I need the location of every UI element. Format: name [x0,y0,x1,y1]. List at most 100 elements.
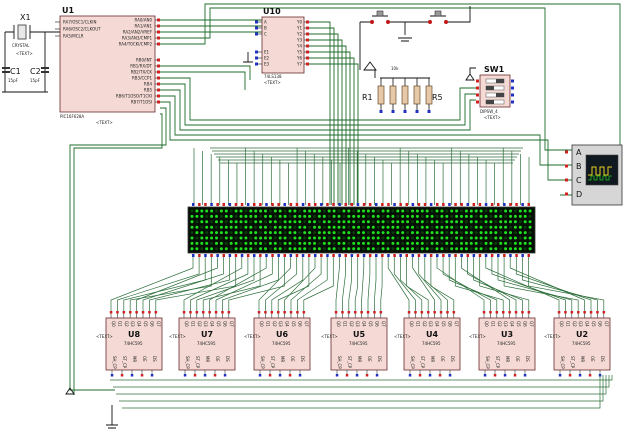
display-pin [210,203,213,206]
shift-register-wire [271,257,304,311]
led-dot [288,214,292,218]
led-dot [376,241,380,245]
led-dot [278,209,282,213]
pin-marker [255,26,258,30]
led-dot [298,247,302,251]
led-dot [259,231,263,235]
led-dot [322,236,326,240]
bottom-bus-wire [110,375,613,381]
led-dot [337,209,341,213]
led-dot [264,220,267,224]
display-pin [490,203,494,206]
led-dot [494,231,498,235]
led-dot [205,241,209,245]
pin-marker [403,110,407,113]
shift-register-wire [467,257,517,311]
led-dot [190,236,194,240]
shift-register-pin-label: Q7 [304,321,309,327]
display-pin [338,254,341,257]
shift-register-pin-label: Q1 [117,321,122,327]
led-dot [528,225,532,229]
shift-register-wire [412,257,435,311]
shift-register-pin-label: Q7 [604,321,609,327]
led-dot [504,214,508,218]
led-dot [504,236,508,240]
display-pin [454,254,457,257]
shift-register-pin-label: Q4 [435,321,440,327]
pin-marker [306,50,309,54]
led-dot [420,231,424,235]
led-dot [494,214,498,218]
decoder-pin-label: E3 [264,62,270,67]
shift-register-wire [491,257,566,311]
led-dot [401,247,405,251]
led-dot [528,231,532,235]
led-dot [460,220,463,224]
shift-register-pin-label: Q2 [272,321,277,327]
led-dot [317,225,321,229]
display-pin [429,254,433,257]
pin-marker [452,311,456,314]
led-dot [332,209,336,213]
led-dot [215,220,218,224]
led-dot [229,236,233,240]
led-dot [293,225,297,229]
shift-register-wires [110,257,605,311]
pin-marker [189,311,192,314]
led-dot [234,241,238,245]
cap-c2-ref: C2 [30,67,41,76]
led-dot [455,236,459,240]
pin-marker [110,374,114,377]
led-dot [479,241,483,245]
display-pin [393,203,396,206]
led-dot [445,247,449,251]
shift-register-pin-label: Q1 [190,321,195,327]
led-dot [332,247,336,251]
led-dot [366,236,370,240]
led-dot [464,209,468,213]
led-dot [479,220,483,224]
display-pin [399,203,402,206]
display-pin [320,254,323,257]
led-dot [239,209,243,213]
led-dot [445,214,449,218]
led-dot [396,220,400,224]
crystal-value: CRYSTAL [12,43,30,48]
led-dot [489,225,493,229]
led-dot [391,220,395,224]
led-dot [479,214,483,218]
led-dot [479,247,483,251]
led-dot [308,209,312,213]
led-dot [513,225,517,229]
shift-register-pin-label: OE [367,356,372,362]
led-dot [435,225,439,229]
led-dot [298,241,302,245]
led-dot [523,225,527,229]
led-dot [200,247,204,251]
shift-register-pin-label: Q6 [374,321,379,327]
led-dot [273,247,277,251]
shift-register-wire [110,257,194,311]
display-pin [454,203,457,206]
led-dot [518,241,522,245]
shift-register-pin-label: Q2 [197,321,202,327]
display-pin [314,254,317,257]
led-dot [455,214,459,218]
display-pin [265,254,268,257]
shift-register-part: 74HC595 [497,341,516,346]
bottom-bus-wire [122,375,601,409]
pin-marker [588,374,592,377]
led-dot [406,236,410,240]
led-dot [244,214,248,218]
display-pin [423,203,427,206]
mcu-ref: U1 [62,6,74,15]
led-dot [268,247,272,251]
pin-marker [255,62,258,66]
led-dot [450,247,454,251]
shift-register-pin-label: Q7 [381,321,386,327]
decoder-pin-label: Y7 [296,62,302,67]
led-dot [278,241,282,245]
shift-register-wire [515,257,592,311]
